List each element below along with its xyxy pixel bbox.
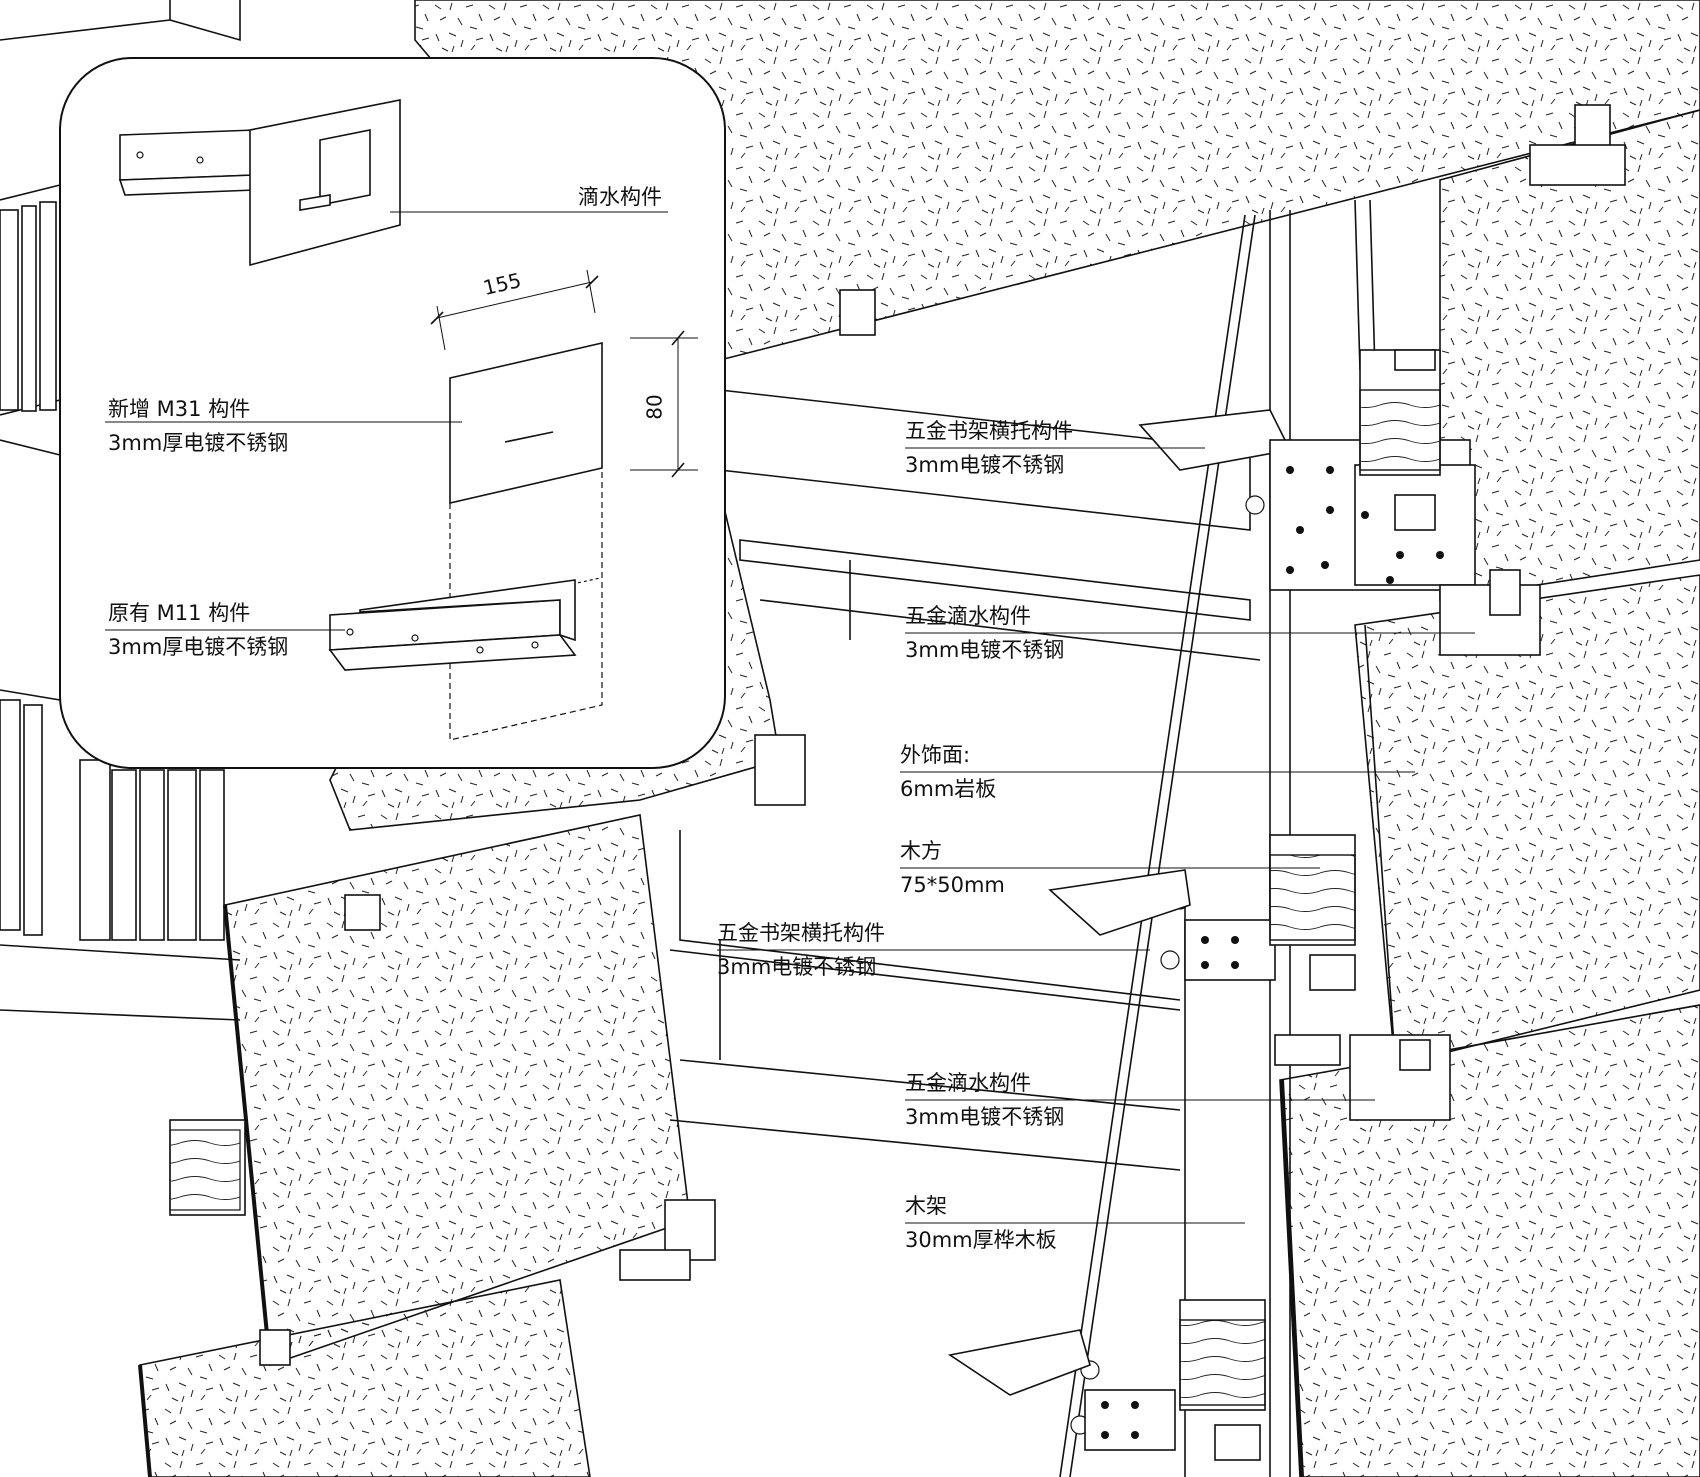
label-timber-size: 75*50mm bbox=[900, 873, 1005, 897]
label-drip-component-text: 滴水构件 bbox=[578, 185, 662, 209]
label-hw-drip-lower-name: 五金滴水构件 bbox=[905, 1071, 1031, 1095]
label-hw-drip-lower-material: 3mm电镀不锈钢 bbox=[905, 1105, 1065, 1129]
label-timber-name: 木方 bbox=[900, 839, 942, 863]
label-new-m31: 新增 M31 构件 3mm厚电镀不锈钢 bbox=[108, 392, 288, 460]
label-new-m31-material: 3mm厚电镀不锈钢 bbox=[108, 431, 289, 455]
books-lower bbox=[0, 699, 225, 941]
label-shelf-bracket-upper-material: 3mm电镀不锈钢 bbox=[905, 453, 1065, 477]
inset-m31-plate bbox=[105, 269, 698, 741]
detail-inset bbox=[59, 57, 726, 769]
label-shelf-bracket-upper: 五金书架横托构件 3mm电镀不锈钢 bbox=[905, 414, 1073, 482]
drip-brackets bbox=[169, 104, 1626, 1366]
stone-panel-right-lower bbox=[1279, 1004, 1700, 1477]
label-hw-drip-upper: 五金滴水构件 3mm电镀不锈钢 bbox=[905, 599, 1064, 667]
stone-panel-front-left bbox=[223, 814, 691, 1367]
dimension-height: 80 bbox=[642, 394, 667, 420]
label-timber: 木方 75*50mm bbox=[900, 834, 1005, 902]
label-shelf-bracket-middle: 五金书架横托构件 3mm电镀不锈钢 bbox=[717, 916, 885, 984]
label-shelf-bracket-middle-material: 3mm电镀不锈钢 bbox=[717, 955, 877, 979]
stone-panel-right-middle bbox=[1354, 574, 1700, 1066]
label-new-m31-name: 新增 M31 构件 bbox=[108, 397, 251, 421]
label-shelf-bracket-middle-name: 五金书架横托构件 bbox=[717, 921, 885, 945]
books-upper bbox=[0, 201, 57, 412]
shelf-bracket-assembly-upper bbox=[1138, 349, 1476, 591]
label-shelf-bracket-upper-name: 五金书架横托构件 bbox=[905, 419, 1073, 443]
label-orig-m11: 原有 M11 构件 3mm厚电镀不锈钢 bbox=[108, 596, 288, 664]
label-wood-frame: 木架 30mm厚桦木板 bbox=[905, 1189, 1057, 1257]
label-drip-component: 滴水构件 bbox=[578, 180, 662, 214]
label-wood-frame-material: 30mm厚桦木板 bbox=[905, 1228, 1057, 1252]
bookshelf-background bbox=[0, 0, 241, 1021]
inset-drip-component bbox=[118, 99, 668, 267]
label-hw-drip-upper-material: 3mm电镀不锈钢 bbox=[905, 638, 1065, 662]
shelf-bracket-assembly-middle bbox=[1048, 834, 1356, 991]
shelf-boards-background bbox=[669, 389, 1261, 1171]
inset-m11-channel bbox=[105, 579, 577, 671]
tie-rods bbox=[1059, 214, 1270, 1477]
label-orig-m11-material: 3mm厚电镀不锈钢 bbox=[108, 635, 289, 659]
label-cladding-name: 外饰面: bbox=[900, 743, 971, 767]
label-cladding-material: 6mm岩板 bbox=[900, 777, 997, 801]
label-cladding: 外饰面: 6mm岩板 bbox=[900, 738, 996, 806]
label-wood-frame-name: 木架 bbox=[905, 1194, 947, 1218]
label-orig-m11-name: 原有 M11 构件 bbox=[108, 601, 251, 625]
label-hw-drip-lower: 五金滴水构件 3mm电镀不锈钢 bbox=[905, 1066, 1064, 1134]
leader-lines bbox=[717, 447, 1475, 1224]
shelf-bracket-assembly-lower bbox=[947, 1299, 1266, 1461]
stone-panel-bottom-left bbox=[138, 1279, 591, 1477]
label-hw-drip-upper-name: 五金滴水构件 bbox=[905, 604, 1031, 628]
